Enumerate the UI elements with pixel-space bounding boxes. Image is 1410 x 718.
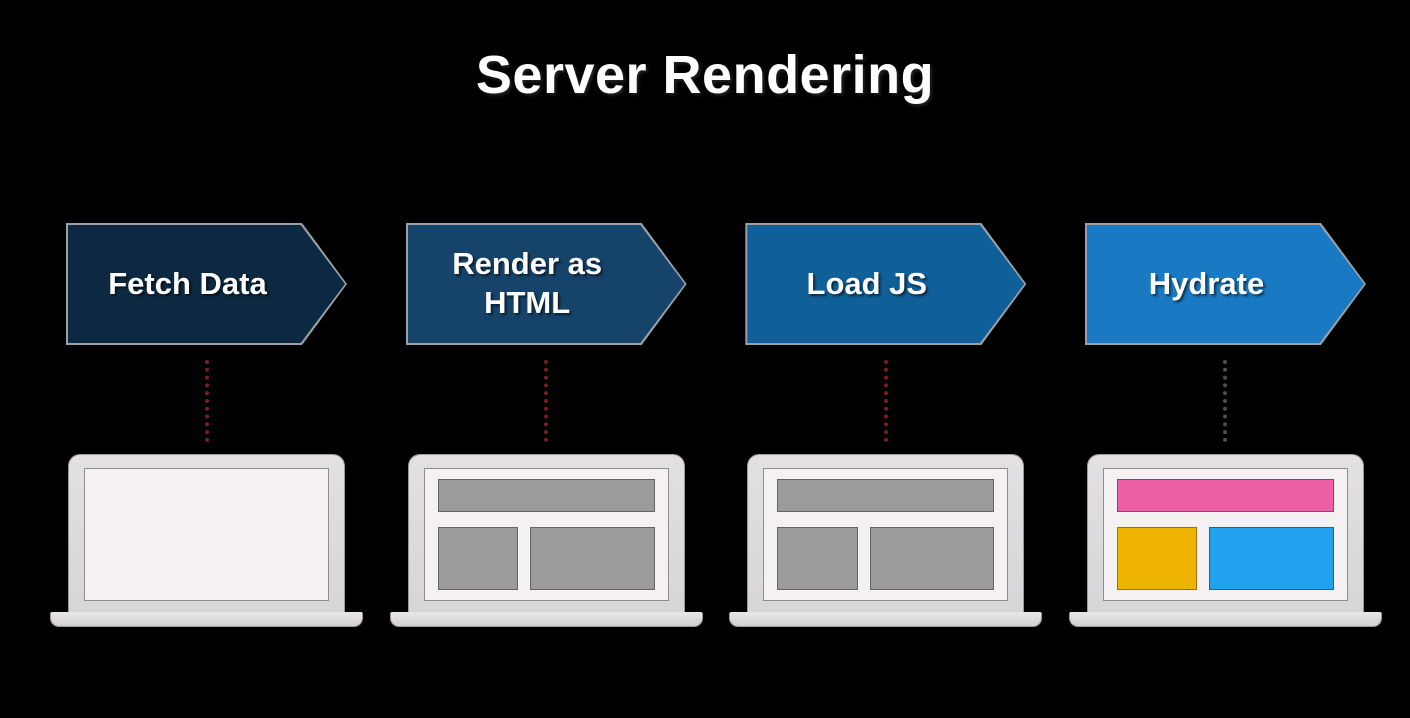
page-title: Server Rendering	[475, 45, 935, 105]
laptop-screen-blank	[84, 468, 329, 601]
laptop-base	[389, 612, 703, 627]
slide: Server Rendering Fetch Data Render as HT…	[0, 44, 1410, 718]
wireframe-header-block	[777, 479, 995, 512]
flow-columns: Fetch Data Render as HTML	[0, 223, 1410, 627]
wireframe-header-block	[437, 479, 655, 512]
step-column-load-js: Load JS	[729, 223, 1043, 627]
load-js-arrow-label: Load JS	[806, 265, 928, 301]
hydrate-arrow: Hydrate	[1084, 223, 1366, 345]
render-as-html-arrow: Render as HTML	[405, 223, 687, 345]
render-as-html-arrow-label: Render as HTML	[452, 246, 603, 320]
laptop-base	[729, 612, 1043, 627]
dotted-connector	[1223, 360, 1228, 442]
laptop-screen-wireframe	[423, 468, 669, 601]
laptop-body	[68, 454, 345, 612]
laptop-body	[407, 454, 685, 612]
laptop-hydrated	[1068, 454, 1382, 627]
load-js-arrow: Load JS	[745, 223, 1027, 345]
hydrate-arrow-label: Hydrate	[1148, 265, 1265, 301]
wireframe-left-block	[437, 527, 518, 590]
hydrated-header-block	[1116, 479, 1334, 512]
hydrated-left-block	[1116, 527, 1198, 590]
dotted-connector	[544, 360, 549, 442]
wireframe-right-block	[869, 527, 995, 590]
fetch-data-arrow: Fetch Data	[66, 223, 347, 345]
dotted-connector	[883, 360, 888, 442]
wireframe-left-block	[777, 527, 858, 590]
laptop-screen-wireframe	[763, 468, 1009, 601]
fetch-data-arrow-label: Fetch Data	[108, 265, 267, 301]
step-column-render-as-html: Render as HTML	[389, 223, 703, 627]
laptop-body	[1086, 454, 1364, 612]
dotted-connector	[204, 360, 209, 442]
laptop-base	[50, 612, 363, 627]
step-column-hydrate: Hydrate	[1068, 223, 1382, 627]
hydrated-right-block	[1209, 527, 1334, 590]
wireframe-right-block	[529, 527, 655, 590]
laptop-body	[747, 454, 1025, 612]
laptop-wireframe	[389, 454, 703, 627]
laptop-screen-hydrated	[1102, 468, 1348, 601]
laptop-base	[1068, 612, 1382, 627]
laptop-blank	[50, 454, 363, 627]
laptop-wireframe	[729, 454, 1043, 627]
step-column-fetch-data: Fetch Data	[50, 223, 363, 627]
